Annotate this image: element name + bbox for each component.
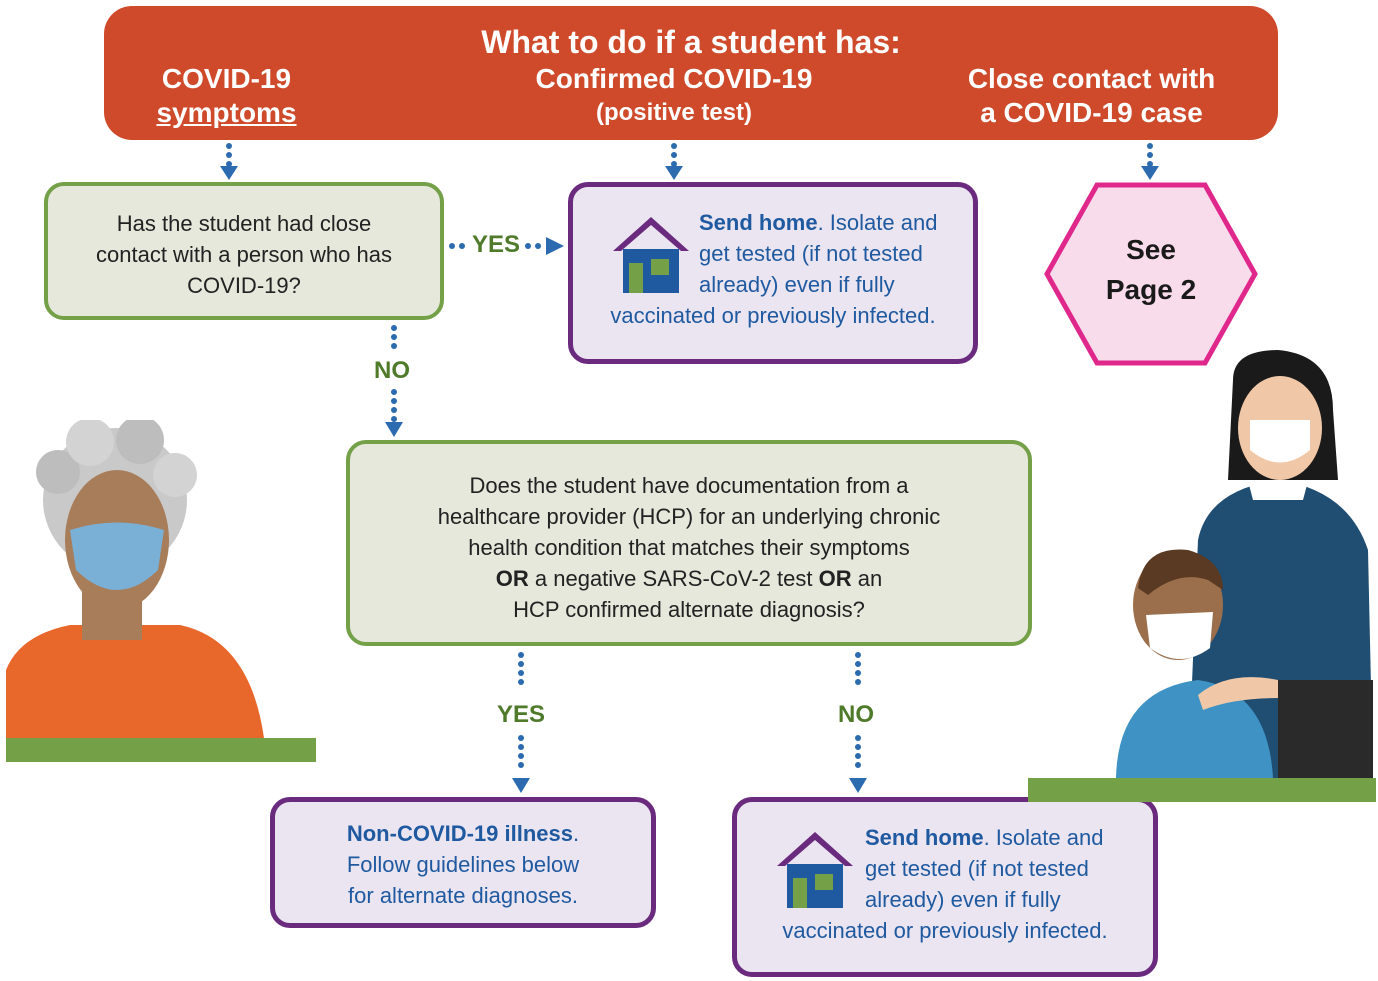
- or-keyword-1: OR: [495, 566, 529, 591]
- question2-line3: health condition that matches their symp…: [468, 535, 910, 560]
- send-home-line4: vaccinated or previously infected.: [610, 303, 936, 328]
- question2-line4-mid: a negative SARS-CoV-2 test: [528, 566, 819, 591]
- header-close-contact-line2: a COVID-19 case: [980, 97, 1203, 128]
- send-home-line3: already) even if fully: [699, 272, 895, 297]
- header-confirmed-line2: (positive test): [595, 99, 753, 126]
- symptoms-link[interactable]: symptoms: [156, 97, 297, 128]
- label-yes-question2: YES: [497, 701, 546, 728]
- send-home-line1: . Isolate and: [817, 210, 938, 235]
- arrow-yes-to-non-covid: [512, 652, 530, 793]
- house-icon: [613, 217, 689, 293]
- send-home-line2: get tested (if not tested: [699, 241, 923, 266]
- non-covid-period: .: [573, 821, 580, 846]
- send-home-bold: Send home: [865, 825, 984, 850]
- header-banner: What to do if a student has: COVID-19 sy…: [104, 6, 1278, 140]
- send-home-box-bottom: Send home. Isolate and get tested (if no…: [732, 797, 1158, 977]
- label-no-question1: NO: [374, 357, 410, 384]
- question2-line4: OR a negative SARS-CoV-2 test OR an: [350, 563, 1028, 594]
- header-confirmed-line1: Confirmed COVID-19: [535, 63, 813, 94]
- non-covid-bold: Non-COVID-19 illness: [346, 821, 574, 846]
- question1-line3: COVID-19?: [187, 273, 301, 298]
- question1-line2: contact with a person who has: [96, 242, 392, 267]
- question2-line2: healthcare provider (HCP) for an underly…: [437, 504, 941, 529]
- see-page-2-text[interactable]: See Page 2: [1044, 230, 1258, 310]
- label-no-question2: NO: [838, 701, 874, 728]
- question2-line4-end: an: [851, 566, 883, 591]
- arrow-header-to-question1: [220, 143, 238, 180]
- see-page-line1: See: [1126, 234, 1176, 265]
- header-close-contact-line1: Close contact with: [967, 63, 1216, 94]
- header-title: What to do if a student has:: [481, 24, 901, 60]
- non-covid-box: Non-COVID-19 illness. Follow guidelines …: [270, 797, 656, 928]
- see-page-line2: Page 2: [1105, 274, 1197, 305]
- question1-line1: Has the student had close: [116, 211, 372, 236]
- non-covid-line2: Follow guidelines below: [346, 852, 580, 877]
- send-home-box-top: Send home. Isolate and get tested (if no…: [568, 182, 978, 364]
- send-home-line4: vaccinated or previously infected.: [782, 918, 1108, 943]
- arrow-no-to-send-home: [849, 652, 867, 793]
- send-home-line1: . Isolate and: [983, 825, 1104, 850]
- question2-line1: Does the student have documentation from…: [469, 473, 909, 498]
- or-keyword-2: OR: [818, 566, 852, 591]
- non-covid-line3: for alternate diagnoses.: [348, 883, 578, 908]
- question-documentation: Does the student have documentation from…: [346, 440, 1032, 646]
- header-symptoms-line1: COVID-19: [161, 63, 292, 94]
- question2-line5: HCP confirmed alternate diagnosis?: [513, 597, 865, 622]
- send-home-line2: get tested (if not tested: [865, 856, 1089, 881]
- arrow-no-to-question2: [385, 325, 403, 437]
- house-icon: [777, 832, 853, 908]
- adult-and-child-illustration: [1028, 350, 1376, 802]
- arrow-yes-to-send-home: [449, 237, 564, 255]
- see-page-2-hexagon[interactable]: [1044, 182, 1258, 366]
- question-close-contact: Has the student had close contact with a…: [44, 182, 444, 320]
- label-yes-question1: YES: [472, 231, 521, 258]
- send-home-line3: already) even if fully: [865, 887, 1061, 912]
- send-home-bold: Send home: [699, 210, 818, 235]
- arrow-header-to-see-page: [1141, 143, 1159, 180]
- elderly-person-illustration: [6, 420, 316, 762]
- arrow-header-to-send-home: [665, 143, 683, 180]
